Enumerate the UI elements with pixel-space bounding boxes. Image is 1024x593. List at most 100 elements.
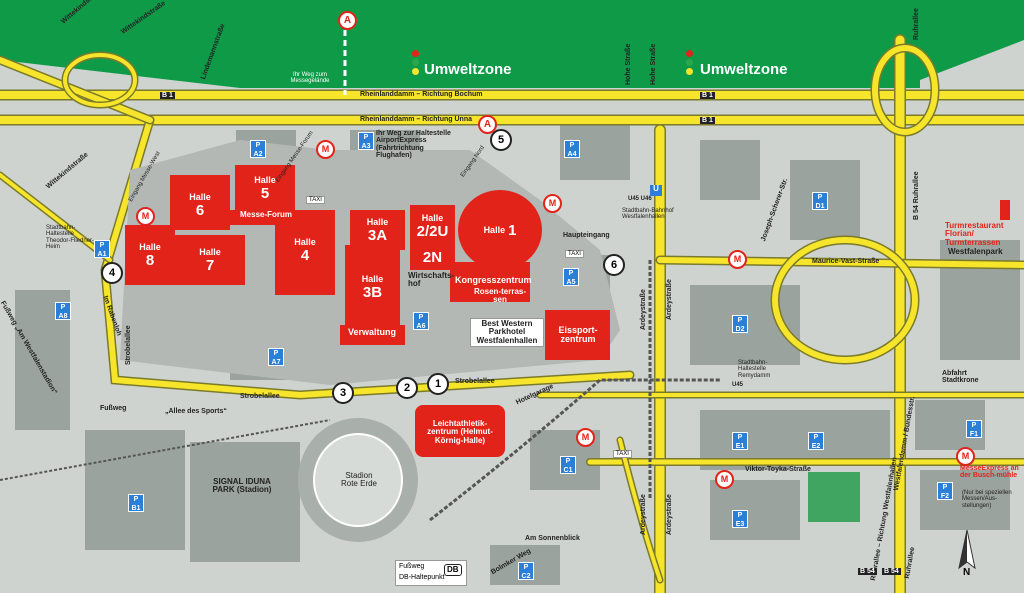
parking-label: A6 xyxy=(416,323,426,330)
m-marker[interactable]: M xyxy=(576,428,595,447)
road-maurice-vast: Maurice-Vast-Straße xyxy=(812,258,880,265)
parking-a3[interactable]: P A3 xyxy=(358,132,374,150)
hall-label: Halle xyxy=(199,246,221,257)
u-lines-label: U45 xyxy=(732,382,744,388)
ihr-weg-airport-label: Ihr Weg zur Haltestelle AirportExpress (… xyxy=(376,130,451,160)
parking-p: P xyxy=(569,142,575,149)
entrance-4[interactable]: 4 xyxy=(101,262,123,284)
entrance-5[interactable]: 5 xyxy=(490,129,512,151)
parking-label: A3 xyxy=(361,143,371,150)
parking-label: D2 xyxy=(735,326,745,333)
entrance-3[interactable]: 3 xyxy=(332,382,354,404)
kongresszentrum-label: Kongresszentrum xyxy=(455,275,532,285)
stadtbahn-westfalenhallen-label: Stadtbahn-Bahnhof Westfalenhallen xyxy=(622,208,674,221)
parking-label: C2 xyxy=(521,573,531,580)
airport-express-marker[interactable]: A xyxy=(338,11,357,30)
parking-f1[interactable]: P F1 xyxy=(966,420,982,438)
hall-label: Halle xyxy=(361,274,384,284)
parking-p: P xyxy=(363,134,369,141)
road-allee-des-sports: „Allee des Sports“ xyxy=(165,408,227,415)
entrance-6[interactable]: 6 xyxy=(603,254,625,276)
parking-a4[interactable]: P A4 xyxy=(564,140,580,158)
road-hohe-strasse: Hohe Straße xyxy=(625,43,632,85)
hall-label: Halle xyxy=(294,236,316,247)
parking-label: F1 xyxy=(969,431,979,438)
hall-label: Halle xyxy=(254,174,276,185)
hall-number: 1 xyxy=(508,221,517,239)
parking-p: P xyxy=(737,434,743,441)
airport-express-marker[interactable]: A xyxy=(478,115,497,134)
parking-p: P xyxy=(813,434,819,441)
signal-iduna-label: SIGNAL IDUNA PARK (Stadion) xyxy=(212,477,272,495)
b54-badge: B 54 xyxy=(882,568,901,575)
road-ardeystrasse: Ardeystraße xyxy=(666,279,673,320)
m-marker[interactable]: M xyxy=(543,194,562,213)
road-b54-ruhrallee: B 54 Ruhrallee xyxy=(913,171,920,220)
road-am-sonnenblick: Am Sonnenblick xyxy=(525,535,580,542)
parking-label: A2 xyxy=(253,151,263,158)
traffic-light-icon xyxy=(686,50,694,77)
messeexpress-label: MesseExpress an der Busch-mühle xyxy=(960,465,1019,480)
entrance-1[interactable]: 1 xyxy=(427,373,449,395)
parking-d1[interactable]: P D1 xyxy=(812,192,828,210)
b1-badge: B 1 xyxy=(700,117,715,124)
m-marker[interactable]: M xyxy=(136,207,155,226)
best-western-label: Best Western Parkhotel Westfalenhallen xyxy=(470,318,544,348)
stadtbahn-remydamm-label: Stadtbahn-Haltestelle Remydamm xyxy=(738,360,771,379)
b1-badge: B 1 xyxy=(160,92,175,99)
b54-badge: B 54 xyxy=(858,568,877,575)
hall-number: 3A xyxy=(367,226,388,244)
parking-e2[interactable]: P E2 xyxy=(808,432,824,450)
parking-label: E2 xyxy=(811,443,821,450)
hall-number: 2/2U xyxy=(416,222,449,240)
b1-badge: B 1 xyxy=(700,92,715,99)
db-haltepunkt-label: DB-Haltepunkt xyxy=(399,574,445,581)
m-marker[interactable]: M xyxy=(956,447,975,466)
m-marker[interactable]: M xyxy=(715,470,734,489)
stadion-rote-erde-label: Stadion Rote Erde xyxy=(340,471,378,489)
parking-label: A4 xyxy=(567,151,577,158)
abfahrt-stadtkrone-label: Abfahrt Stadtkrone xyxy=(942,370,979,385)
m-marker[interactable]: M xyxy=(728,250,747,269)
halle-2n[interactable]: 2N xyxy=(410,245,455,270)
road-rheinlanddamm-bochum: Rheinlanddamm – Richtung Bochum xyxy=(360,91,483,98)
m-marker[interactable]: M xyxy=(316,140,335,159)
entrance-2[interactable]: 2 xyxy=(396,377,418,399)
parking-p: P xyxy=(971,422,977,429)
taxi-sign: TAXI xyxy=(565,250,584,259)
parking-p: P xyxy=(942,484,948,491)
parking-label: D1 xyxy=(815,203,825,210)
umweltzone-label-right: Umweltzone xyxy=(700,61,788,78)
verwaltung-label: Verwaltung xyxy=(348,327,397,337)
parking-p: P xyxy=(817,194,823,201)
u-bahn-icon: U xyxy=(650,184,662,196)
road-fussweg: Fußweg xyxy=(100,405,127,412)
wirtschaftshof-label: Wirtschafts-hof xyxy=(408,271,455,289)
traffic-light-icon xyxy=(412,50,420,77)
parking-p: P xyxy=(99,242,105,249)
db-logo-icon: DB xyxy=(444,564,462,577)
